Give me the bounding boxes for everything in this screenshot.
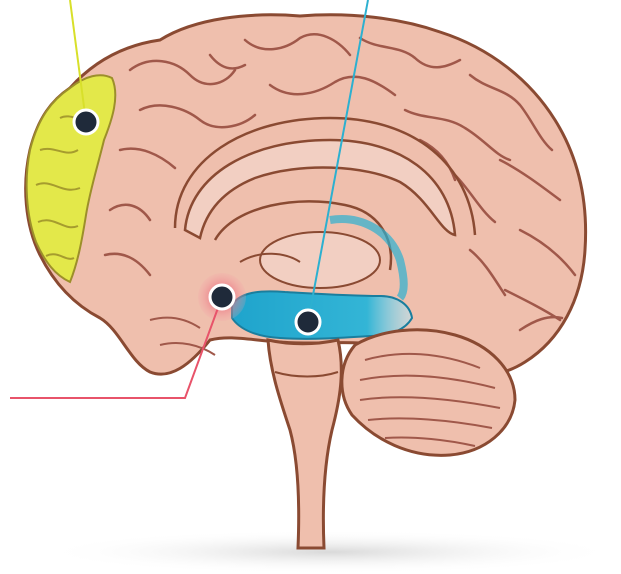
cingulate-line xyxy=(173,116,477,236)
hippocampus-marker xyxy=(294,308,322,336)
inner-line xyxy=(239,252,301,263)
amygdala-marker xyxy=(208,283,236,311)
ground-shadow xyxy=(40,530,620,574)
corpus-callosum xyxy=(183,138,457,240)
hippocampus-tail xyxy=(329,215,408,301)
amygdala-leader-line xyxy=(10,296,223,399)
prefrontal-leader-line xyxy=(69,0,87,123)
hippocampus-highlight xyxy=(231,290,414,340)
prefrontal-marker xyxy=(72,108,100,136)
cerebellum-folia xyxy=(359,352,501,447)
cerebrum-gyri xyxy=(103,33,577,332)
pons-line xyxy=(274,371,339,378)
brainstem xyxy=(266,338,343,550)
hippocampus-leader-line xyxy=(307,0,369,323)
temporal-lobe-lines xyxy=(149,316,216,356)
